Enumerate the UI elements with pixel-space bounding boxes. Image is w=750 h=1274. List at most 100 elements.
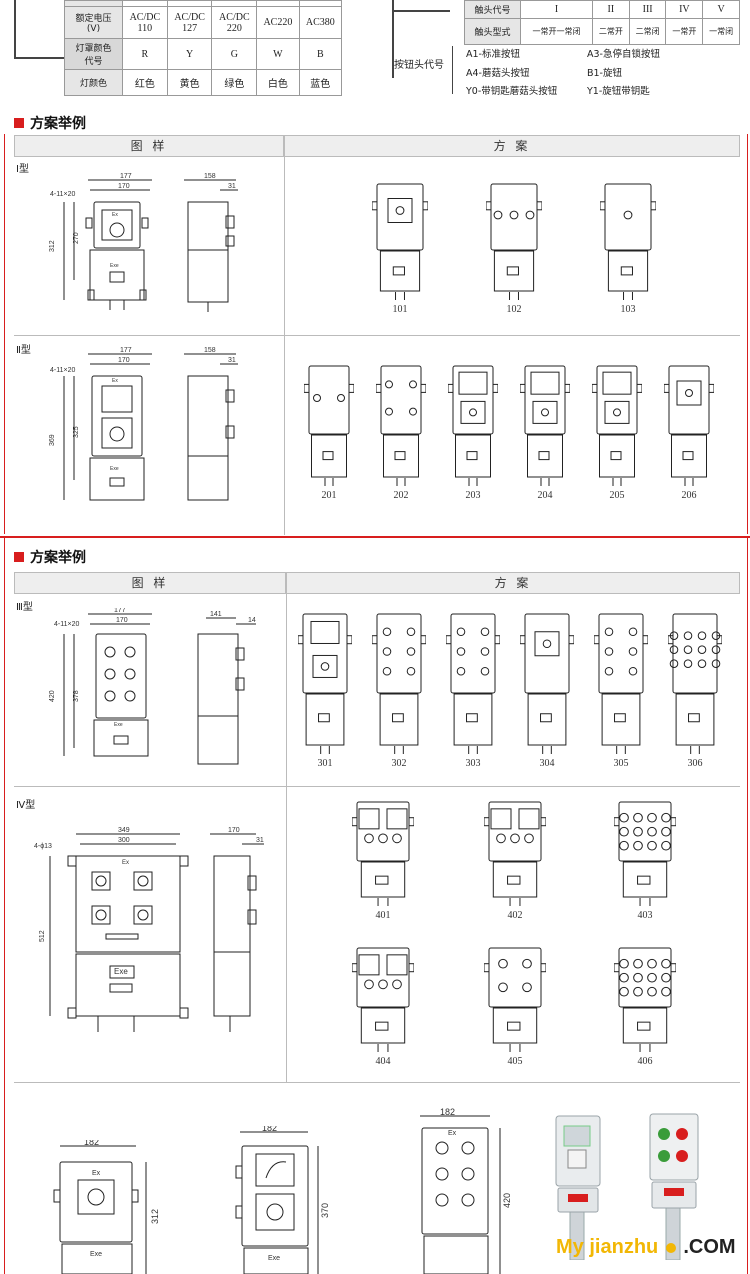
svg-text:378: 378: [73, 690, 80, 702]
svg-text:177: 177: [120, 173, 132, 180]
section2-frame: [4, 538, 748, 1274]
svg-text:Exe: Exe: [110, 263, 119, 269]
col-header-drawing: 图 样: [14, 572, 286, 594]
scheme-enclosure: [594, 613, 648, 754]
scheme-enclosure: [614, 801, 676, 906]
divider: [286, 592, 287, 1082]
scheme-number: 102: [506, 304, 522, 315]
svg-text:170: 170: [228, 827, 240, 834]
svg-text:182: 182: [262, 1126, 277, 1133]
type3-side-drawing: 141 14: [197, 611, 256, 765]
button-code-item: A4-蘑菇头按钮: [466, 68, 530, 79]
svg-text:31: 31: [256, 837, 264, 844]
contact-table: 触头代号 I II III IV V 触头型式 一常开一常闭 二常开 二常闭 一…: [464, 0, 740, 45]
table-row: 灯罩颜色 代号 R Y G W B: [64, 38, 343, 70]
svg-text:31: 31: [228, 183, 236, 190]
type-label: Ⅲ型: [16, 602, 33, 613]
product-photo-1: [555, 1115, 601, 1260]
table-row: 额定电压 (V) AC/DC 110 AC/DC 127 AC/DC 220 A…: [64, 6, 343, 39]
red-square-icon: [14, 552, 24, 562]
color-label: 灯颜色: [64, 69, 123, 96]
scheme-number: 403: [637, 910, 653, 921]
svg-text:170: 170: [118, 183, 130, 190]
divider: [14, 335, 740, 336]
scheme-number: 101: [392, 304, 408, 315]
scheme-number: 406: [637, 1056, 653, 1067]
scheme-number: 103: [620, 304, 636, 315]
button-code-item: B1-旋钮: [587, 68, 622, 79]
scheme-enclosure: [352, 947, 414, 1052]
type-label: Ⅰ型: [16, 164, 29, 175]
svg-text:369: 369: [49, 434, 56, 446]
scheme-number: 204: [537, 490, 553, 501]
button-codes-brace: [452, 46, 460, 94]
type-label: Ⅱ型: [16, 345, 31, 356]
svg-text:14: 14: [248, 617, 256, 624]
svg-text:420: 420: [49, 690, 56, 702]
svg-text:370: 370: [320, 1203, 330, 1218]
bottom-drawing-1: 182 312 Ex Exe: [53, 1140, 160, 1274]
svg-text:325: 325: [73, 426, 80, 438]
button-code-item: A3-急停自锁按钮: [587, 49, 660, 60]
type1-side-drawing: 158 31: [184, 173, 238, 312]
divider: [14, 786, 740, 787]
type2-side-drawing: 158 31: [184, 347, 238, 501]
svg-text:158: 158: [204, 173, 216, 180]
scheme-enclosure: [484, 947, 546, 1052]
scheme-number: 205: [609, 490, 625, 501]
scheme-number: 203: [465, 490, 481, 501]
svg-text:270: 270: [73, 232, 80, 244]
top-right-bracket-h: [392, 10, 450, 12]
scheme-enclosure: [304, 365, 354, 486]
svg-text:Exe: Exe: [110, 466, 119, 472]
section1-frame: [4, 134, 748, 534]
svg-text:4-11×20: 4-11×20: [54, 621, 79, 628]
svg-text:158: 158: [204, 347, 216, 354]
svg-text:182: 182: [440, 1108, 455, 1117]
svg-text:141: 141: [210, 611, 222, 618]
scheme-enclosure: [372, 183, 428, 300]
button-code-item: Y1-旋钮带钥匙: [587, 86, 650, 97]
type1-front-drawing: 177 170 4-11×20 312 270 Ex Exe: [49, 173, 152, 310]
scheme-number: 404: [375, 1056, 391, 1067]
svg-text:177: 177: [120, 347, 132, 354]
svg-text:4-11×20: 4-11×20: [50, 367, 75, 374]
scheme-enclosure: [352, 801, 414, 906]
scheme-number: 206: [681, 490, 697, 501]
svg-text:4-11×20: 4-11×20: [50, 191, 75, 198]
col-header-drawing: 图 样: [14, 135, 284, 157]
svg-text:Ex: Ex: [122, 860, 129, 866]
scheme-enclosure: [592, 365, 642, 486]
svg-text:312: 312: [49, 240, 56, 252]
contact-code-label: 触头代号: [464, 0, 521, 19]
scheme-number: 405: [507, 1056, 523, 1067]
svg-text:Exe: Exe: [114, 967, 128, 976]
type3-front-drawing: 177 170 4-11×20 420 378 Exe: [49, 608, 152, 757]
table-row: 灯颜色 红色 黄色 绿色 白色 蓝色: [64, 69, 343, 96]
svg-text:Ex: Ex: [112, 378, 118, 384]
scheme-number: 201: [321, 490, 337, 501]
svg-text:Ex: Ex: [112, 212, 118, 218]
svg-text:4-ϕ13: 4-ϕ13: [34, 843, 52, 850]
button-code-item: A1-标准按钮: [466, 49, 520, 60]
svg-text:182: 182: [84, 1140, 99, 1147]
table-row: 触头代号 I II III IV V: [464, 0, 740, 19]
divider: [14, 1082, 740, 1083]
col-header-scheme: 方 案: [286, 572, 740, 594]
svg-text:Exe: Exe: [90, 1251, 102, 1258]
scheme-enclosure: [372, 613, 426, 754]
voltage-label: 额定电压 (V): [64, 6, 123, 39]
bottom-drawing-2: 182 370 Exe: [235, 1126, 330, 1274]
svg-text:349: 349: [118, 827, 130, 834]
svg-text:Exe: Exe: [268, 1255, 280, 1262]
contact-type-label: 触头型式: [464, 18, 521, 45]
svg-text:300: 300: [118, 837, 130, 844]
scheme-number: 305: [613, 758, 629, 769]
scheme-number: 303: [465, 758, 481, 769]
svg-text:170: 170: [116, 617, 128, 624]
bottom-drawing-3: 182 420 Ex: [420, 1108, 512, 1274]
button-codes-bracket: [392, 10, 394, 78]
type-label: Ⅳ型: [16, 800, 36, 811]
svg-text:31: 31: [228, 357, 236, 364]
svg-text:420: 420: [502, 1193, 512, 1208]
